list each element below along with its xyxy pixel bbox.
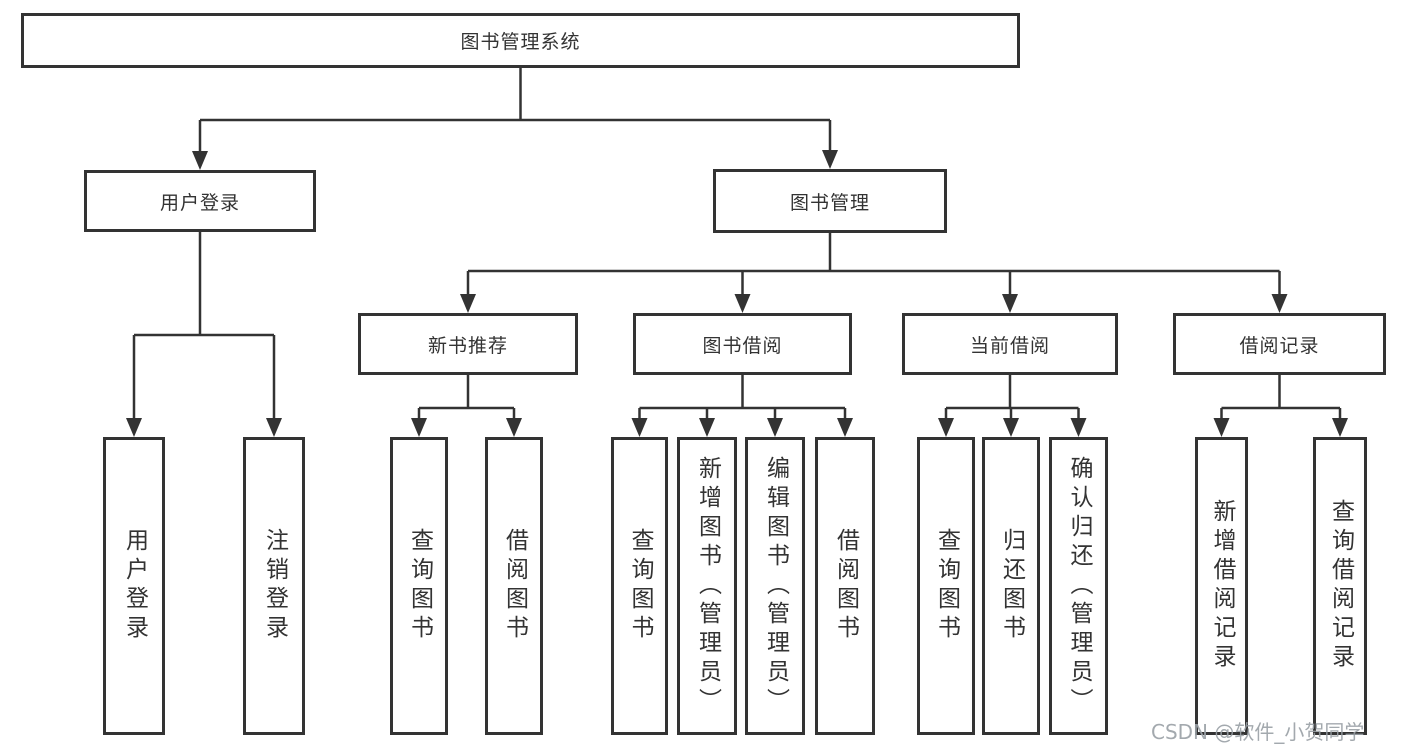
node-label: 用户登录 bbox=[121, 528, 148, 644]
node-leaf-query-books: 查询图书 bbox=[917, 437, 975, 735]
node-label: 当前借阅 bbox=[969, 334, 1050, 357]
node-label: 新书推荐 bbox=[427, 334, 508, 357]
node-label: 查询图书 bbox=[406, 528, 433, 644]
node-label: 图书管理系统 bbox=[460, 31, 581, 53]
node-label: 图书借阅 bbox=[702, 334, 783, 357]
node-label: 查询借阅记录 bbox=[1327, 499, 1354, 673]
node-user-login: 用户登录 bbox=[84, 170, 316, 232]
node-label: 图书管理 bbox=[789, 191, 870, 214]
node-book-borrowing: 图书借阅 bbox=[633, 313, 852, 375]
node-label: 查询图书 bbox=[627, 528, 653, 644]
node-label: 借阅图书 bbox=[501, 528, 528, 644]
csdn-watermark: CSDN @软件_小贺同学 bbox=[1151, 720, 1365, 744]
node-new-book-recommendation: 新书推荐 bbox=[358, 313, 578, 375]
node-library-management-system: 图书管理系统 bbox=[21, 13, 1020, 68]
node-label: 用户登录 bbox=[159, 191, 240, 214]
node-current-borrowing: 当前借阅 bbox=[902, 313, 1118, 375]
node-leaf-user-login: 用户登录 bbox=[103, 437, 165, 735]
node-label: 新增借阅记录 bbox=[1209, 499, 1235, 673]
node-label: 借阅图书 bbox=[832, 528, 859, 644]
node-label: 查询图书 bbox=[933, 528, 960, 644]
node-label: 确认归还（管理员） bbox=[1066, 455, 1092, 717]
node-leaf-add-book-admin: 新增图书（管理员） bbox=[677, 437, 737, 735]
node-book-management: 图书管理 bbox=[713, 169, 947, 233]
node-label: 新增图书（管理员） bbox=[694, 455, 721, 717]
node-borrowing-records: 借阅记录 bbox=[1173, 313, 1386, 375]
node-leaf-add-borrow-record: 新增借阅记录 bbox=[1195, 437, 1248, 735]
node-leaf-borrow-books: 借阅图书 bbox=[485, 437, 543, 735]
node-leaf-logout: 注销登录 bbox=[243, 437, 305, 735]
node-leaf-query-books: 查询图书 bbox=[390, 437, 448, 735]
node-label: 编辑图书（管理员） bbox=[762, 455, 789, 717]
node-leaf-query-borrow-record: 查询借阅记录 bbox=[1313, 437, 1367, 735]
node-leaf-edit-book-admin: 编辑图书（管理员） bbox=[745, 437, 805, 735]
node-leaf-confirm-return-admin: 确认归还（管理员） bbox=[1049, 437, 1108, 735]
node-label: 归还图书 bbox=[998, 528, 1025, 644]
node-label: 借阅记录 bbox=[1239, 334, 1320, 357]
node-leaf-borrow-books: 借阅图书 bbox=[815, 437, 875, 735]
node-leaf-query-books: 查询图书 bbox=[611, 437, 668, 735]
node-label: 注销登录 bbox=[261, 528, 288, 644]
node-leaf-return-book: 归还图书 bbox=[982, 437, 1040, 735]
